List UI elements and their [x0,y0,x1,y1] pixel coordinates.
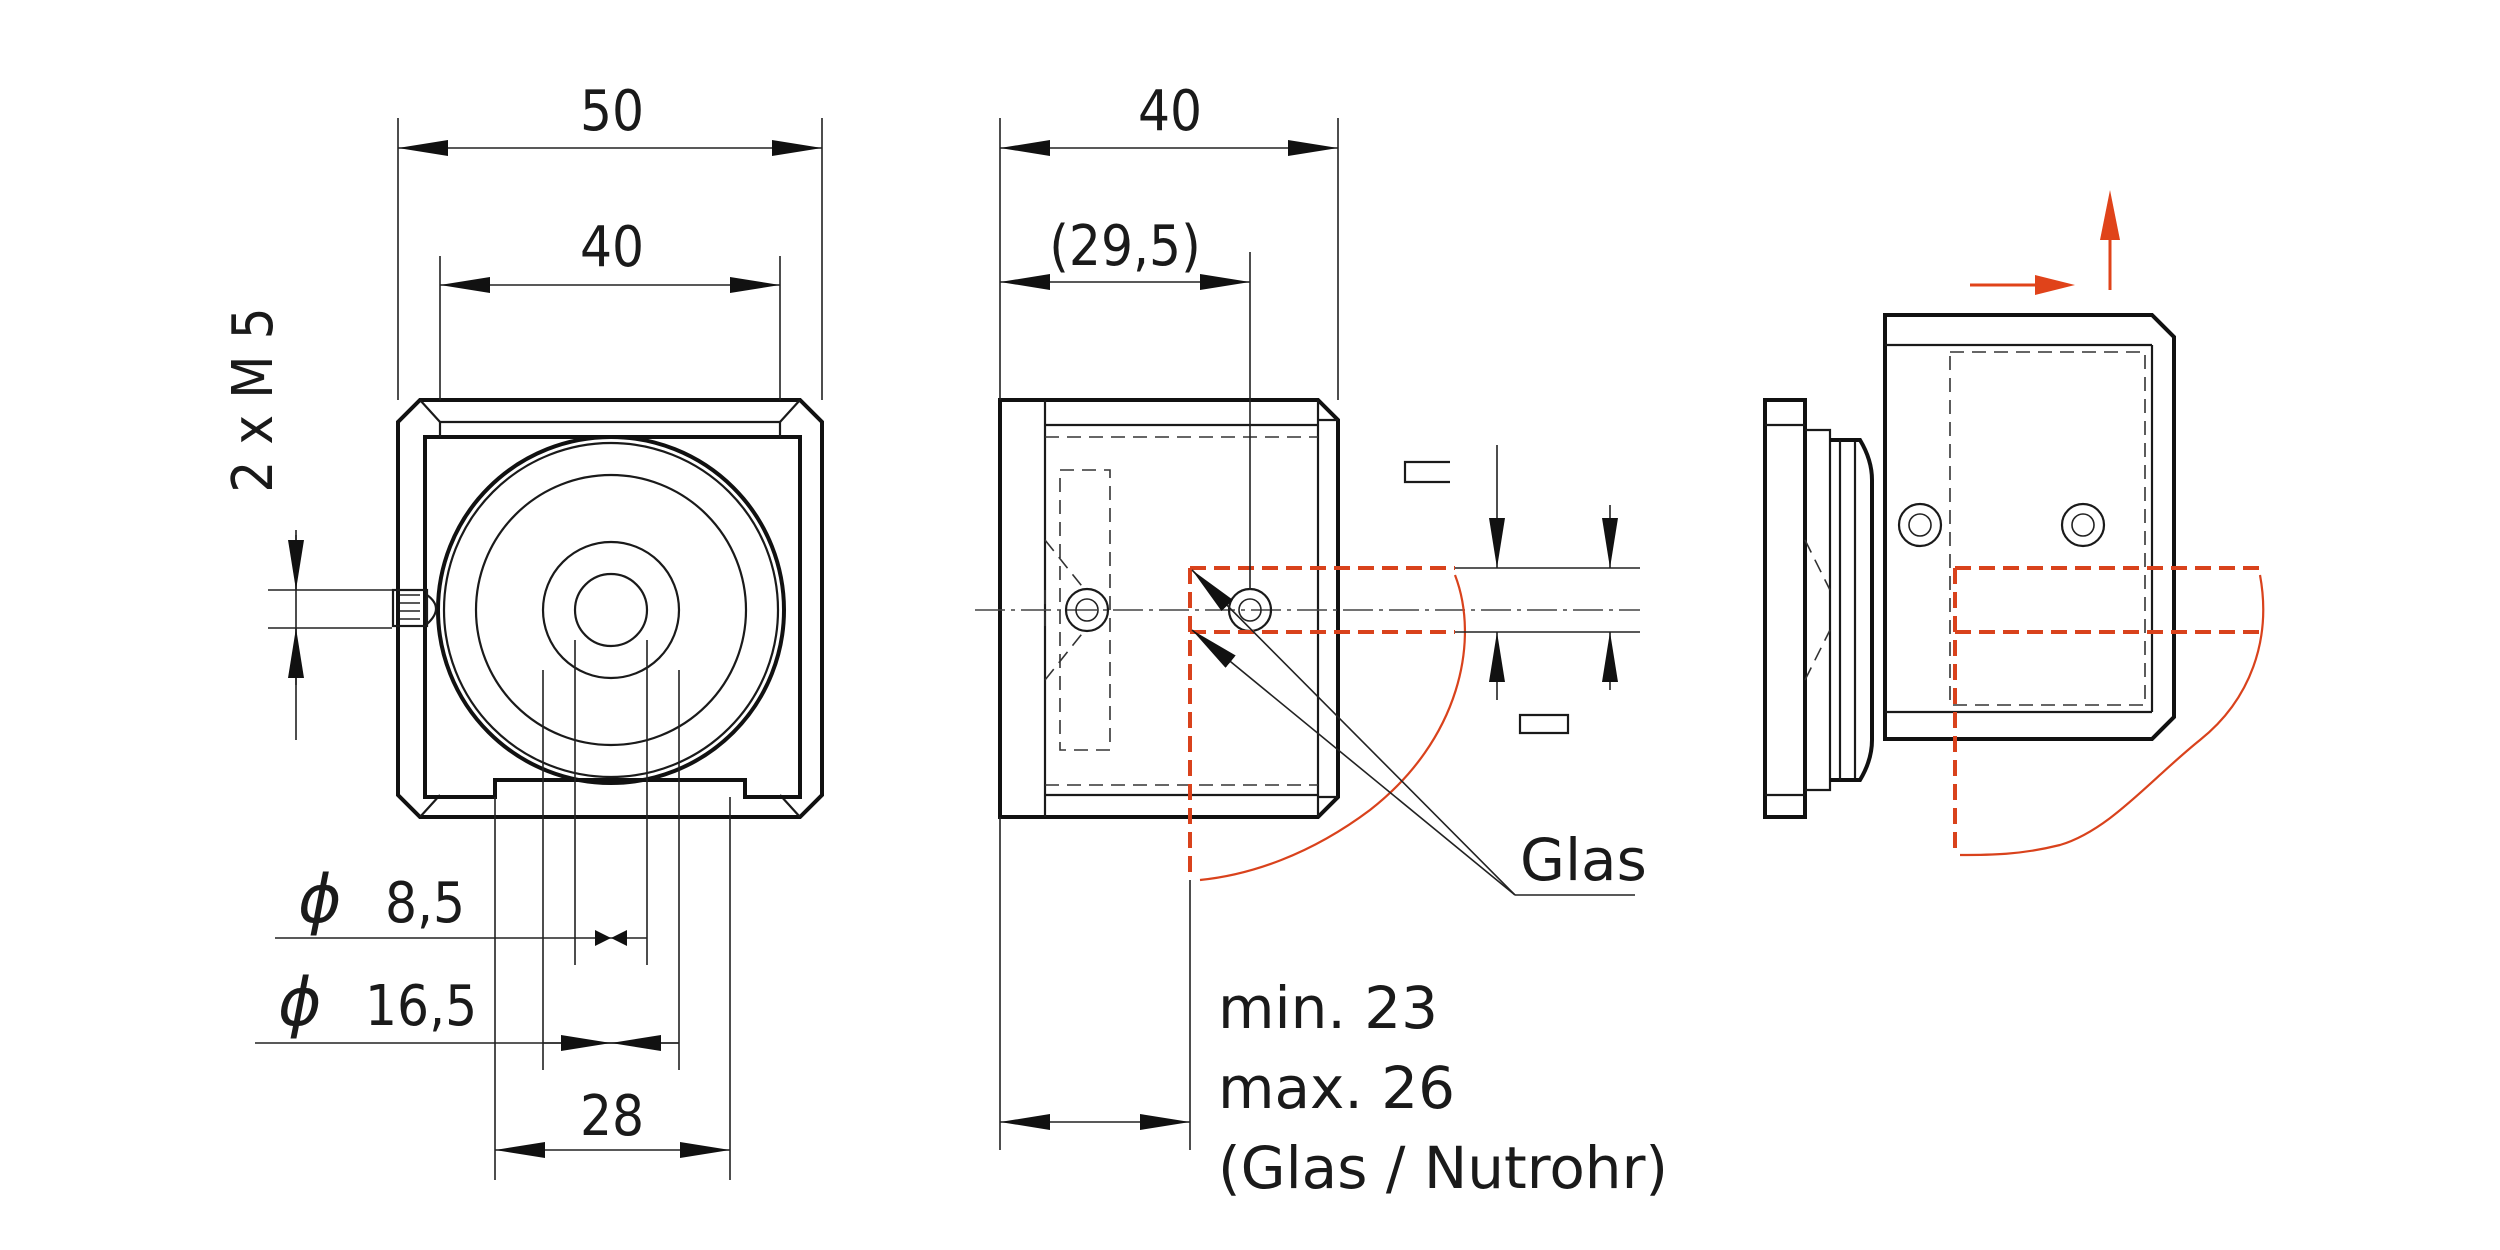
dim-bore-small: 8,5 [385,871,465,936]
front-dimensions: 50 40 2 x M 5 ϕ 8,5 ϕ 16,5 28 [221,79,823,1180]
side-dimensions: 40 (29,5) Glas min. 23 max. 26 (Glas / N… [999,79,1668,1202]
dim-width-inner: 40 [580,215,644,280]
gap-note-material: (Glas / Nutrohr) [1218,1134,1668,1202]
dim-slot: 28 [580,1084,644,1149]
front-view [391,398,824,819]
dim-width-outer: 50 [580,79,644,144]
dim-bore-symbol-small: ϕ [298,861,342,938]
assembly-view [1763,190,2265,857]
gap-note-max: max. 26 [1218,1054,1455,1122]
side-view [975,398,1640,882]
dim-depth: 40 [1138,79,1202,144]
dim-screw-pos: (29,5) [1049,214,1200,279]
dim-bore-large: 16,5 [365,974,477,1039]
gap-note-min: min. 23 [1218,974,1438,1042]
dim-thread: 2 x M 5 [221,307,286,492]
dim-bore-symbol-large: ϕ [278,964,322,1041]
label-glass: Glas [1520,826,1647,894]
